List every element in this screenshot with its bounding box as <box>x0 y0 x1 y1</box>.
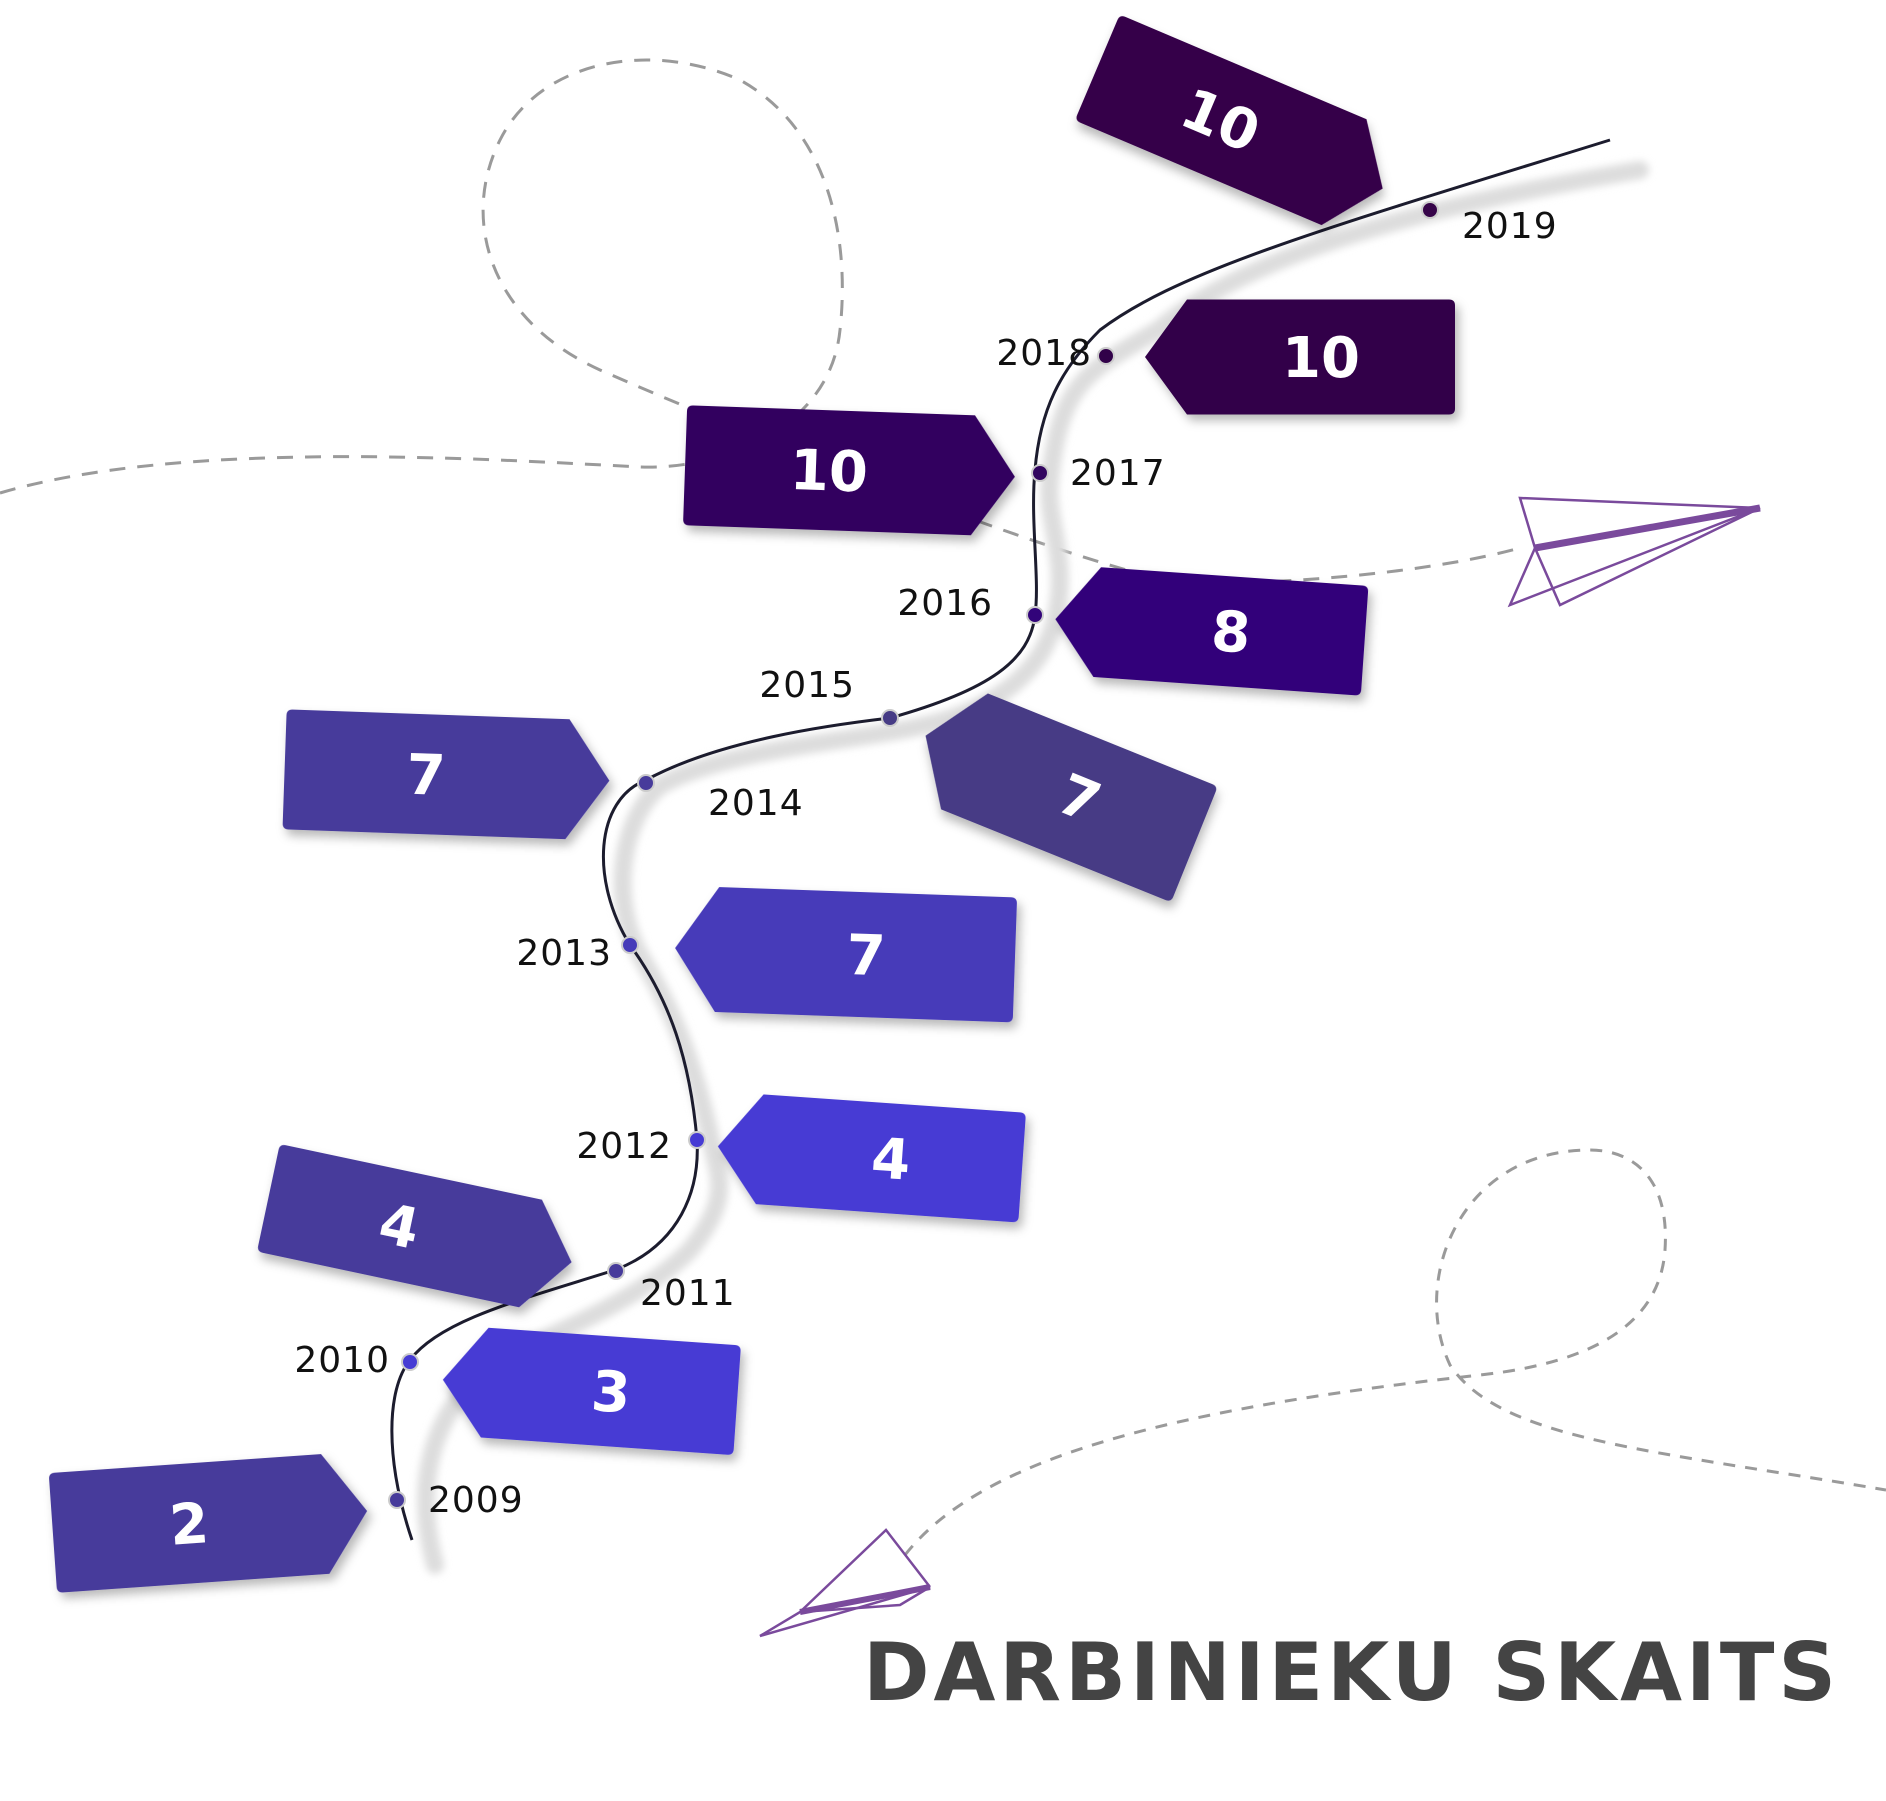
paper-plane-icon <box>759 1528 931 1638</box>
tag-shape <box>49 1454 368 1593</box>
year-label: 2018 <box>996 333 1092 374</box>
value-tag: 7 <box>675 887 1017 1023</box>
timeline-stop-2009: 2 2009 <box>49 1454 524 1593</box>
timeline-dot <box>688 1131 706 1149</box>
timeline-dot <box>1026 606 1044 624</box>
timeline-dot <box>1421 201 1439 219</box>
value-label: 7 <box>405 743 446 809</box>
value-label: 4 <box>869 1126 912 1194</box>
year-label: 2014 <box>708 783 804 824</box>
year-label: 2009 <box>428 1480 524 1521</box>
timeline-stop-2018: 10 2018 <box>996 299 1455 415</box>
timeline-dot <box>401 1353 419 1371</box>
value-label: 8 <box>1209 599 1252 667</box>
timeline-stop-2013: 7 2013 <box>516 887 1017 1023</box>
year-label: 2015 <box>759 665 855 706</box>
tag-shape <box>442 1327 741 1455</box>
flight-path-bottom <box>903 1148 1886 1556</box>
value-tag: 10 <box>683 405 1015 536</box>
tag-shape <box>683 405 1015 536</box>
timeline-stop-2012: 4 2012 <box>576 1094 1026 1223</box>
year-label: 2010 <box>294 1340 390 1381</box>
value-tag: 8 <box>1055 567 1369 696</box>
timeline-line <box>390 138 1611 1541</box>
tag-shape <box>1145 299 1455 415</box>
timeline-dot <box>881 709 899 727</box>
timeline-stop-2015: 7 2015 <box>759 665 1217 901</box>
tag-shape <box>257 1145 572 1308</box>
timeline-dot <box>637 774 655 792</box>
timeline-stop-2019: 10 2019 <box>1076 16 1558 247</box>
year-label: 2013 <box>516 933 612 974</box>
year-label: 2012 <box>576 1126 672 1167</box>
tag-shape <box>925 693 1217 901</box>
value-tag: 10 <box>1076 16 1383 226</box>
value-tag: 7 <box>925 693 1217 901</box>
timeline-stop-2016: 8 2016 <box>897 567 1369 696</box>
value-label: 2 <box>167 1491 210 1559</box>
tag-shape <box>282 709 610 840</box>
tag-shape <box>1055 567 1369 696</box>
value-label: 3 <box>589 1359 632 1427</box>
value-tag: 4 <box>257 1145 572 1308</box>
year-label: 2016 <box>897 583 993 624</box>
tag-shape <box>717 1094 1026 1223</box>
value-tag: 3 <box>442 1327 741 1455</box>
timeline-shadow <box>417 161 1649 1574</box>
value-tag: 7 <box>282 709 610 840</box>
timeline-stop-2017: 10 2017 <box>683 405 1166 536</box>
timeline-dot <box>1097 347 1115 365</box>
year-label: 2017 <box>1070 453 1166 494</box>
value-tag: 2 <box>49 1454 368 1593</box>
year-label: 2011 <box>640 1273 736 1314</box>
year-label: 2019 <box>1462 206 1558 247</box>
value-label: 10 <box>1282 326 1360 391</box>
timeline-dot <box>388 1491 406 1509</box>
paper-plane-icon <box>1507 496 1761 608</box>
tag-shape <box>675 887 1017 1023</box>
timeline-dot <box>607 1262 625 1280</box>
value-label: 10 <box>789 438 869 506</box>
value-tag: 10 <box>1145 299 1455 415</box>
timeline-stop-2014: 7 2014 <box>282 709 804 840</box>
timeline-stop-2011: 4 2011 <box>257 1145 736 1314</box>
timeline-dot <box>621 936 639 954</box>
chart-title: DARBINIEKU SKAITS <box>863 1626 1840 1719</box>
value-tag: 4 <box>717 1094 1026 1223</box>
value-label: 7 <box>845 923 886 989</box>
flight-path-top <box>0 58 1521 585</box>
timeline-dot <box>1031 464 1049 482</box>
timeline-stop-2010: 3 2010 <box>294 1327 741 1455</box>
tag-shape <box>1076 16 1383 226</box>
